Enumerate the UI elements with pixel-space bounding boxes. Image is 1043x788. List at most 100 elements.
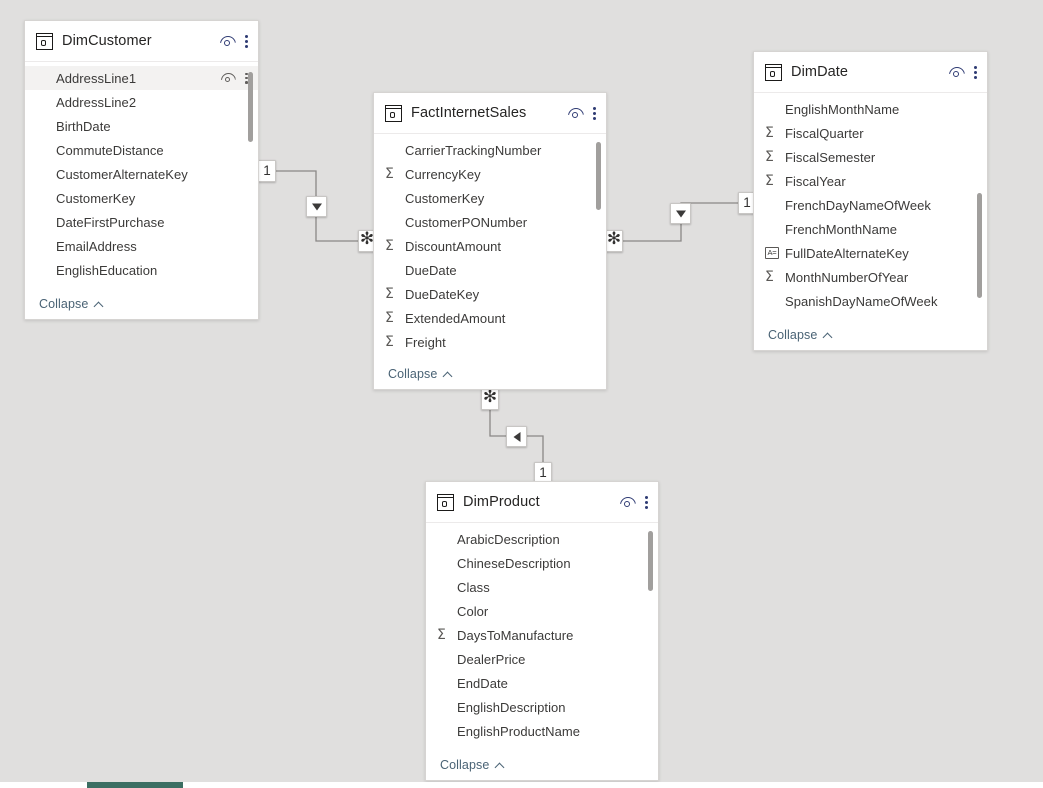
field-row[interactable]: DueDate [374, 258, 606, 282]
field-row[interactable]: AddressLine2 [25, 90, 258, 114]
table-more-options-icon[interactable] [245, 34, 249, 49]
field-row[interactable]: FrenchMonthName [754, 217, 987, 241]
field-row[interactable]: A=FullDateAlternateKey [754, 241, 987, 265]
field-row[interactable]: ChineseDescription [426, 551, 658, 575]
field-type-icon: Σ [385, 311, 405, 325]
table-more-options-icon[interactable] [593, 106, 597, 121]
field-row[interactable]: ArabicDescription [426, 527, 658, 551]
cross-filter-arrow-product-sales[interactable] [506, 426, 527, 447]
field-row[interactable]: CustomerKey [374, 186, 606, 210]
field-more-options-icon[interactable] [245, 72, 249, 85]
field-name: SpanishDayNameOfWeek [785, 293, 938, 309]
field-row[interactable]: Color [426, 599, 658, 623]
bottom-bar [0, 782, 1043, 788]
bottom-accent-bar [87, 782, 183, 788]
cross-filter-arrow-customer-sales[interactable] [306, 196, 327, 217]
field-row[interactable]: FrenchDayNameOfWeek [754, 193, 987, 217]
table-header-actions[interactable] [619, 495, 649, 510]
table-visibility-eye-icon[interactable] [219, 35, 236, 48]
field-row[interactable]: CommuteDistance [25, 138, 258, 162]
field-row[interactable]: EnglishDescription [426, 695, 658, 719]
table-header-actions[interactable] [948, 65, 978, 80]
field-row[interactable]: AddressLine1 [25, 66, 258, 90]
table-more-options-icon[interactable] [974, 65, 978, 80]
cardinality-badge-many-sales-date[interactable]: ✻ [605, 230, 623, 252]
vertical-scrollbar[interactable] [977, 193, 982, 298]
table-footer: Collapse [25, 289, 258, 319]
field-name: FiscalQuarter [785, 125, 864, 141]
table-icon [765, 63, 782, 81]
sigma-icon: Σ [437, 626, 446, 643]
field-name: CustomerPONumber [405, 214, 528, 230]
field-row[interactable]: EndDate [426, 671, 658, 695]
sigma-icon: Σ [385, 333, 394, 350]
vertical-scrollbar[interactable] [596, 142, 601, 210]
table-header-dimproduct[interactable]: DimProduct [426, 482, 658, 523]
table-header-actions[interactable] [219, 34, 249, 49]
field-row[interactable]: CustomerAlternateKey [25, 162, 258, 186]
field-row[interactable]: EnglishEducation [25, 258, 258, 282]
field-type-icon: Σ [765, 270, 785, 284]
field-row[interactable]: EnglishProductName [426, 719, 658, 743]
field-row[interactable]: BirthDate [25, 114, 258, 138]
table-visibility-eye-icon[interactable] [619, 496, 636, 509]
cardinality-badge-one-customer[interactable]: 1 [258, 160, 276, 182]
field-row-actions[interactable] [220, 72, 249, 85]
sigma-icon: Σ [385, 285, 394, 302]
table-more-options-icon[interactable] [645, 495, 649, 510]
table-footer: Collapse [754, 320, 987, 350]
table-header-dimcustomer[interactable]: DimCustomer [25, 21, 258, 62]
table-visibility-eye-icon[interactable] [948, 66, 965, 79]
cross-filter-arrow-date-sales[interactable] [670, 203, 691, 224]
field-name: EmailAddress [56, 238, 137, 254]
table-visibility-eye-icon[interactable] [567, 107, 584, 120]
collapse-button-dimcustomer[interactable]: Collapse [39, 297, 103, 311]
sigma-icon: Σ [765, 148, 774, 165]
field-name: EnglishDescription [457, 699, 566, 715]
field-row[interactable]: CustomerPONumber [374, 210, 606, 234]
field-row[interactable]: EmailAddress [25, 234, 258, 258]
field-name: CarrierTrackingNumber [405, 142, 542, 158]
cardinality-badge-many-sales-product[interactable]: ✻ [481, 388, 499, 410]
field-visibility-eye-icon[interactable] [220, 72, 237, 84]
field-row[interactable]: DealerPrice [426, 647, 658, 671]
field-row[interactable]: EnglishMonthName [754, 97, 987, 121]
field-row[interactable]: SpanishDayNameOfWeek [754, 289, 987, 313]
table-icon [385, 104, 402, 122]
collapse-button-dimproduct[interactable]: Collapse [440, 758, 504, 772]
sigma-icon: Σ [385, 237, 394, 254]
field-row[interactable]: DateFirstPurchase [25, 210, 258, 234]
field-row[interactable]: CarrierTrackingNumber [374, 138, 606, 162]
table-header-factinternetsales[interactable]: FactInternetSales [374, 93, 606, 134]
table-header-dimdate[interactable]: DimDate [754, 52, 987, 93]
collapse-button-dimdate[interactable]: Collapse [768, 328, 832, 342]
field-name: CustomerKey [56, 190, 136, 206]
sigma-icon: Σ [385, 165, 394, 182]
table-header-actions[interactable] [567, 106, 597, 121]
vertical-scrollbar[interactable] [648, 531, 653, 591]
field-row[interactable]: CustomerKey [25, 186, 258, 210]
field-row[interactable]: Class [426, 575, 658, 599]
collapse-button-factinternetsales[interactable]: Collapse [388, 367, 452, 381]
table-title: DimDate [791, 64, 849, 80]
field-name: EnglishEducation [56, 262, 158, 278]
vertical-scrollbar[interactable] [248, 72, 253, 142]
